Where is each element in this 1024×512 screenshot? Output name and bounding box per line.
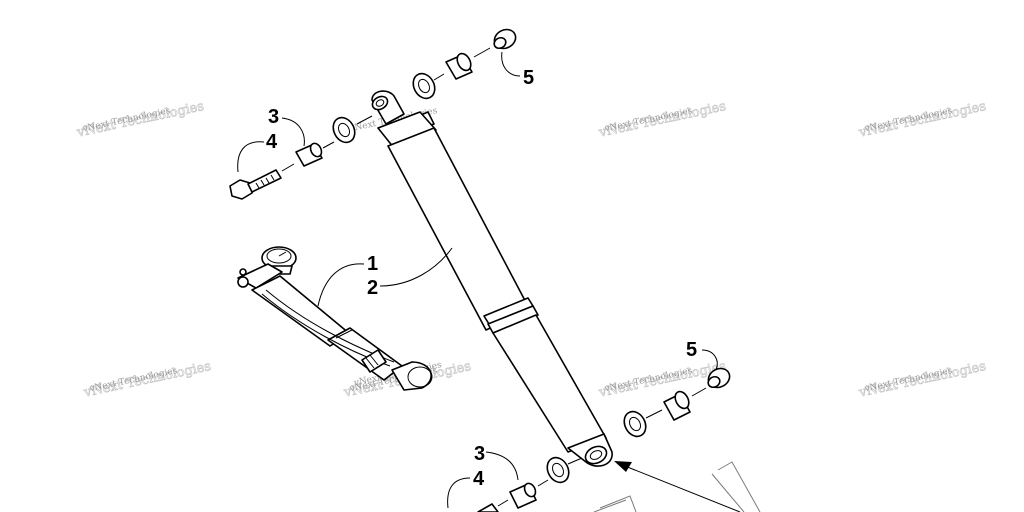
bottom-spacer xyxy=(509,482,537,509)
callouts: 1 2 3 4 5 5 3 4 xyxy=(266,67,697,490)
leader-lines xyxy=(237,51,718,509)
top-bolt xyxy=(229,169,282,200)
callout-3-top: 3 xyxy=(268,106,279,128)
bottom-bushing-right xyxy=(623,410,647,438)
top-sleeve xyxy=(445,52,473,80)
bottom-sleeve xyxy=(663,390,691,421)
top-bushing-left xyxy=(332,116,356,144)
callout-1: 1 xyxy=(367,253,378,275)
bottom-bolt xyxy=(477,503,499,512)
shock-absorber xyxy=(371,90,613,467)
top-bushing-right xyxy=(412,72,436,100)
bottom-hardware xyxy=(477,367,731,512)
bottom-bushing-left xyxy=(546,456,570,484)
callout-5-top: 5 xyxy=(523,67,534,89)
callout-5-bottom: 5 xyxy=(686,339,697,361)
shock-pump xyxy=(237,246,433,391)
top-spacer xyxy=(295,142,323,167)
callout-4-bottom: 4 xyxy=(473,468,485,490)
direction-arrow xyxy=(614,461,741,512)
frame-fragment xyxy=(593,461,761,512)
callout-4-top: 4 xyxy=(266,131,278,153)
bottom-cap-nut xyxy=(707,367,731,389)
top-hardware xyxy=(229,28,517,200)
callout-3-bottom: 3 xyxy=(474,443,485,465)
top-cap-nut xyxy=(493,28,517,50)
callout-2: 2 xyxy=(367,277,378,299)
